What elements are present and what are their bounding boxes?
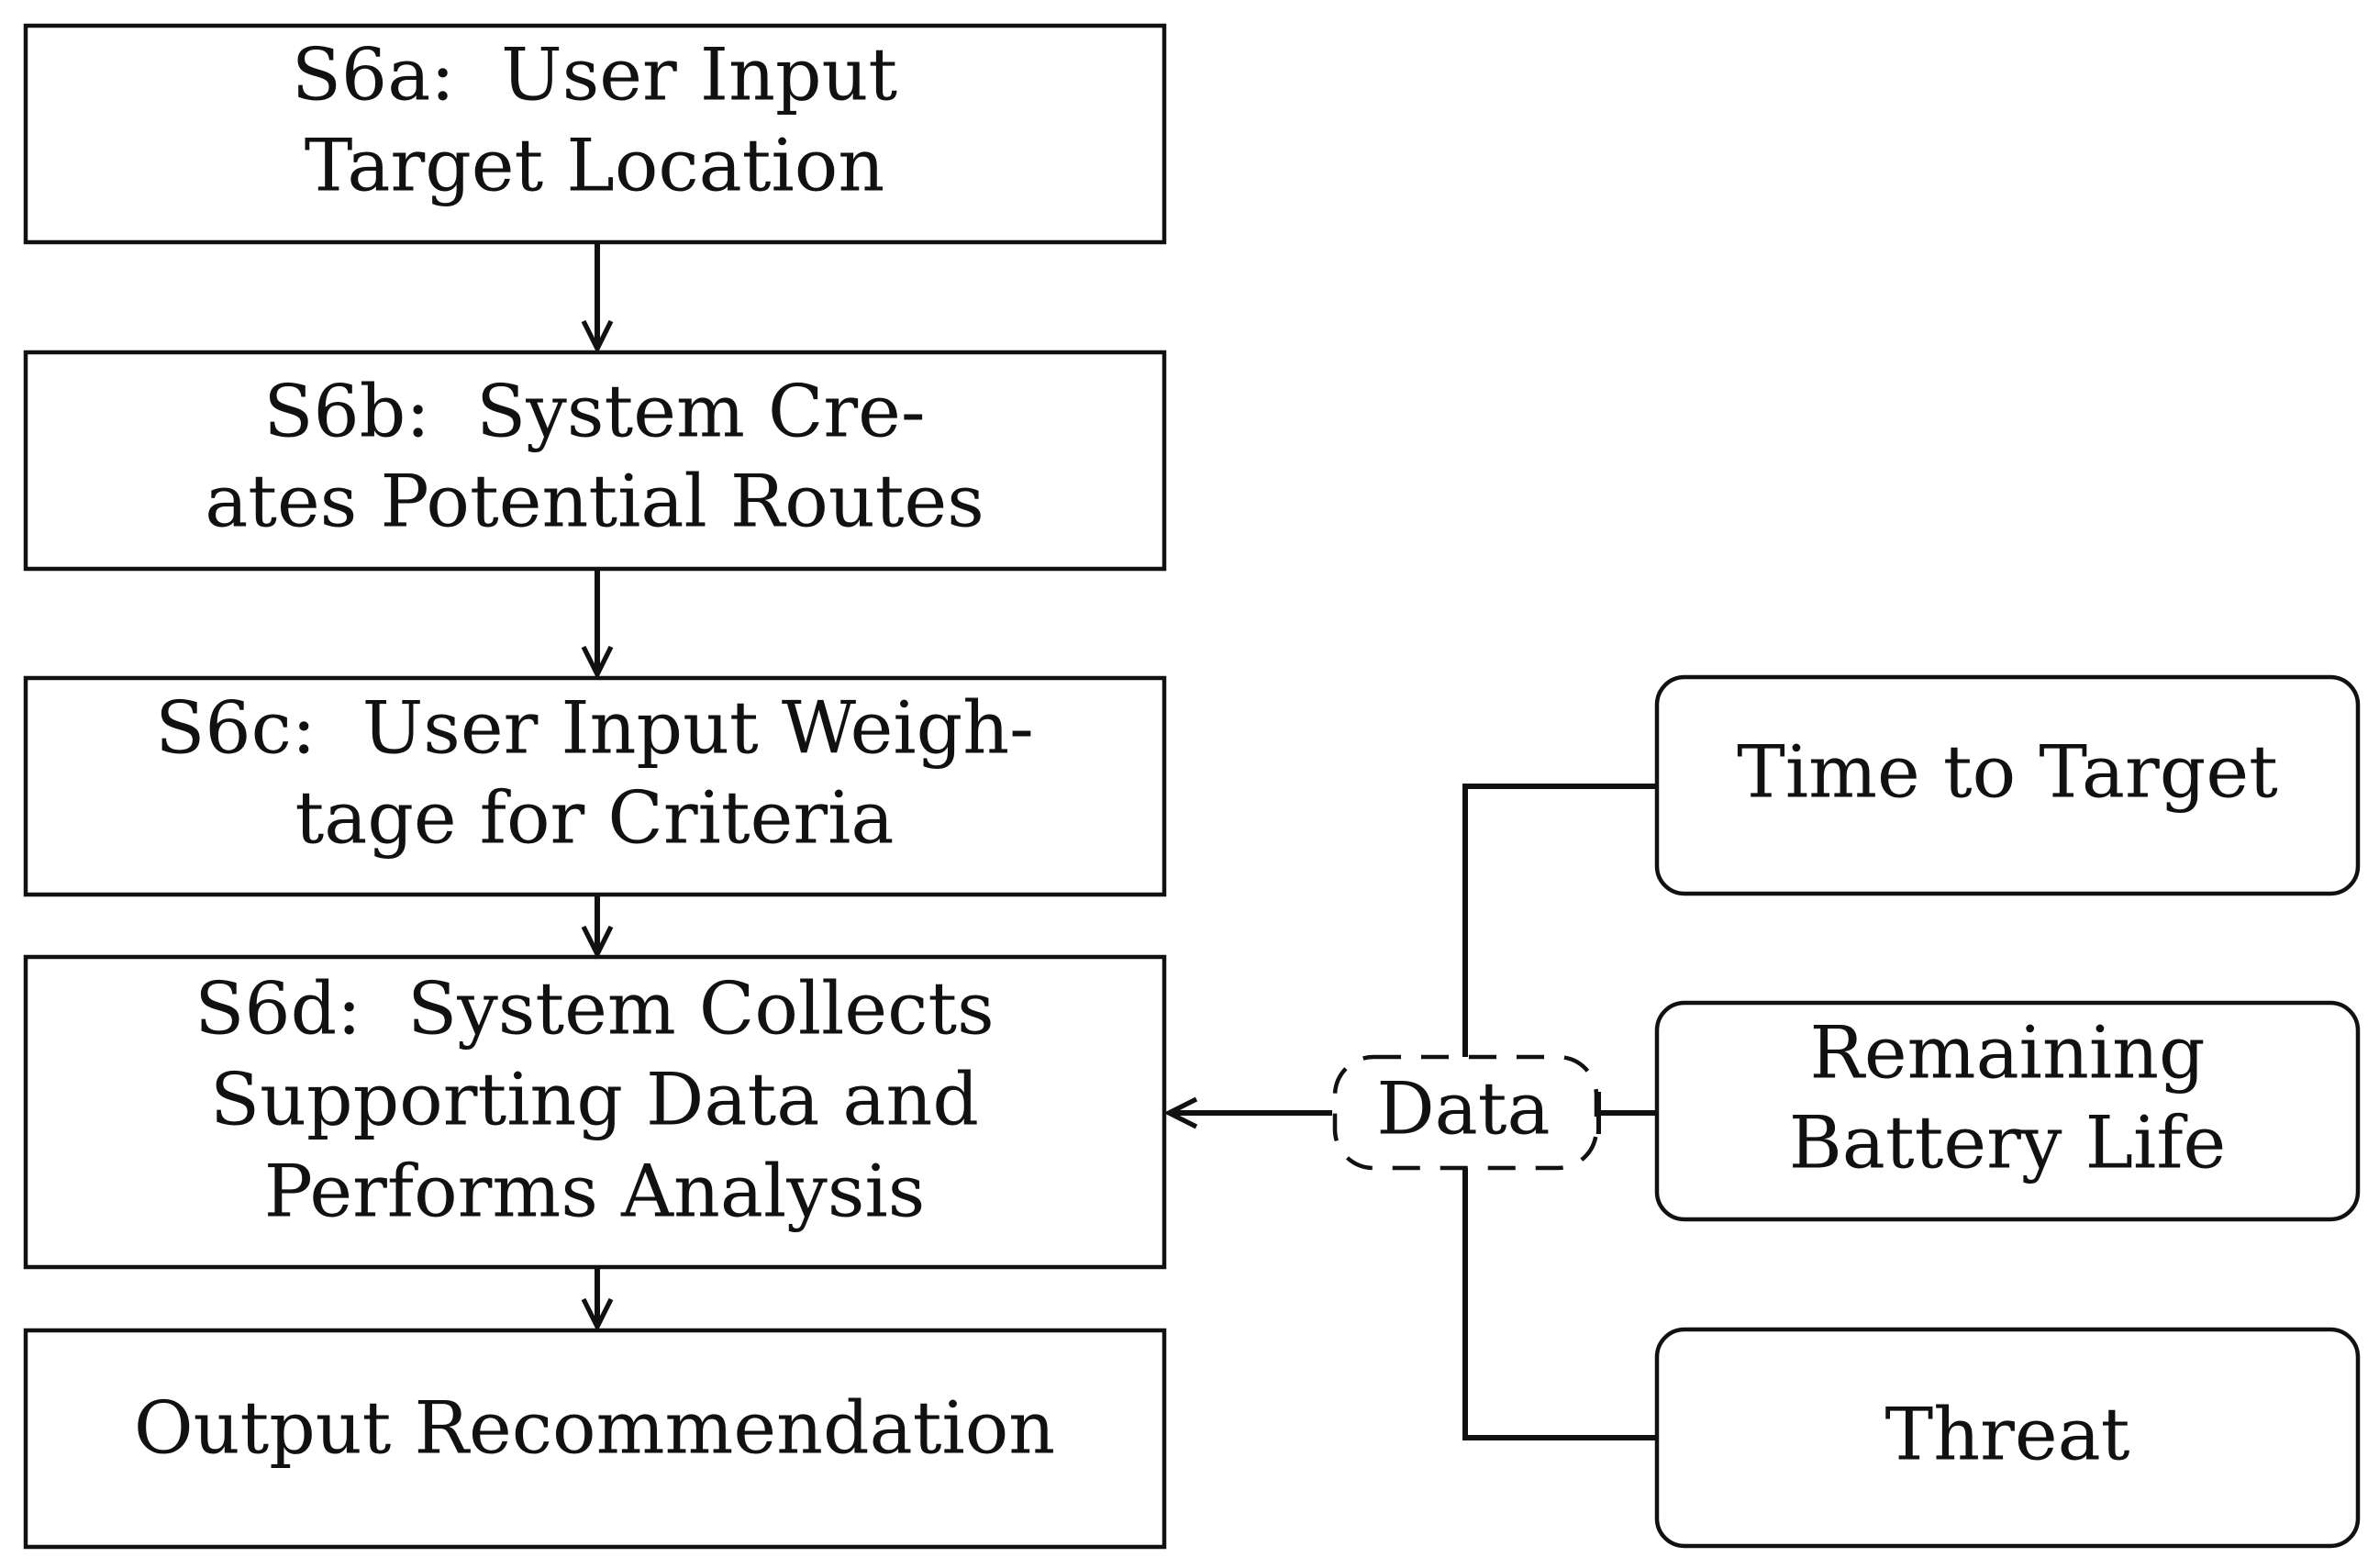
- output-recommendation-label: Output Recommendation: [134, 1386, 1055, 1471]
- data-node: Data: [1332, 1054, 1599, 1171]
- step-box-s6b: S6b: System Cre- ates Potential Routes: [23, 350, 1167, 572]
- step-label-s6a-line1: S6a: User Input: [292, 33, 898, 117]
- step-label-s6d-line2: Supporting Data and: [210, 1058, 979, 1142]
- step-label-s6b-line1: S6b: System Cre-: [263, 370, 925, 454]
- step-label-s6c-line2: tage for Criteria: [295, 776, 894, 861]
- step-box-s6d: S6d: System Collects Supporting Data and…: [23, 954, 1167, 1270]
- step-label-s6b-line2: ates Potential Routes: [205, 460, 984, 544]
- criteria-box-threat: Threat: [1654, 1327, 2361, 1549]
- step-box-s6a: S6a: User Input Target Location: [23, 23, 1167, 245]
- step-label-s6d-line1: S6d: System Collects: [195, 967, 994, 1051]
- step-label-s6a-line2: Target Location: [305, 124, 884, 208]
- criteria-label-threat: Threat: [1885, 1393, 2130, 1477]
- criteria-label-battery-line2: Battery Life: [1789, 1101, 2227, 1185]
- step-box-s6c: S6c: User Input Weigh- tage for Criteria: [23, 675, 1167, 897]
- criteria-box-time: Time to Target: [1654, 674, 2361, 896]
- step-label-s6c-line1: S6c: User Input Weigh-: [155, 686, 1034, 771]
- step-label-s6d-line3: Performs Analysis: [264, 1150, 926, 1234]
- criteria-label-battery-line1: Remaining: [1809, 1011, 2205, 1095]
- criteria-label-time: Time to Target: [1737, 730, 2278, 815]
- data-node-label: Data: [1376, 1067, 1550, 1151]
- criteria-box-battery: Remaining Battery Life: [1654, 1000, 2361, 1222]
- step-box-output: Output Recommendation: [23, 1328, 1167, 1550]
